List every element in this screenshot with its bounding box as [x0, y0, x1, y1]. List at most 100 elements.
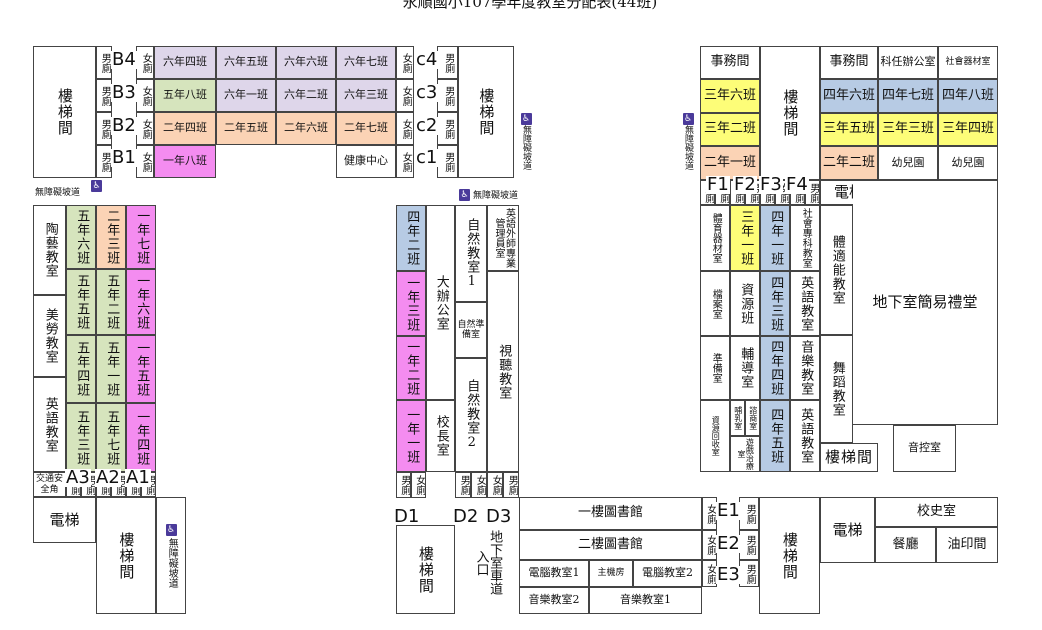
- classroom: 六年四班: [154, 46, 216, 79]
- stairs-ne-top: 樓梯間: [458, 46, 514, 178]
- specialist-office: 科任辦公室: [878, 46, 938, 79]
- mens-toilet: 男廁: [437, 112, 458, 145]
- server-room: 主機房: [589, 560, 633, 587]
- label-f3: F3: [759, 174, 783, 195]
- kindergarten: 幼兒園: [878, 146, 938, 180]
- womens-toilet: 女廁: [136, 79, 154, 112]
- principal-office: 校長室: [426, 400, 455, 472]
- mens-toilet: 男廁: [739, 530, 759, 560]
- classroom: 四年四班: [760, 336, 790, 400]
- pe-storage: 體育器材室: [700, 205, 730, 271]
- classroom: 五年七班: [96, 403, 126, 472]
- womens-toilet: 女廁: [702, 530, 717, 560]
- science-prep-room: 自然準備室: [455, 302, 487, 358]
- fitness-room: 體適能教室: [820, 205, 853, 335]
- label-c2: c2: [415, 115, 439, 136]
- mens-toilet: 男廁: [437, 79, 458, 112]
- classroom: 二年三班: [96, 205, 126, 269]
- mens-toilet: 男廁: [503, 472, 519, 498]
- label-b4: B4: [111, 49, 137, 70]
- classroom: 四年一班: [760, 205, 790, 271]
- label-f1: F1: [706, 174, 730, 195]
- social-science-room: 社會專科教室: [790, 205, 820, 271]
- label-f2: F2: [733, 174, 757, 195]
- classroom: 一年七班: [126, 205, 156, 269]
- label-f4: F4: [785, 174, 809, 195]
- music-room: 音樂教室: [790, 336, 820, 400]
- womens-toilet: 女廁: [396, 145, 414, 178]
- sound-control-room: 音控室: [893, 425, 956, 472]
- mens-toilet: 男廁: [437, 46, 458, 79]
- wheelchair-icon: ♿: [521, 113, 532, 125]
- english-room: 英語教室: [790, 400, 820, 472]
- classroom: 一年二班: [396, 336, 426, 400]
- mens-toilet: 男廁: [96, 79, 112, 112]
- elevator-sw: 電梯: [33, 497, 96, 543]
- label-e2: E2: [716, 533, 741, 554]
- basement-hall: 地下室簡易禮堂: [853, 180, 998, 425]
- label-c1: c1: [415, 147, 439, 168]
- classroom: 六年一班: [216, 79, 276, 112]
- label-b3: B3: [111, 82, 137, 103]
- art-room: 美勞教室: [33, 295, 66, 377]
- library-floor1: 一樓圖書館: [519, 497, 702, 530]
- classroom: 一年一班: [396, 400, 426, 472]
- recycling-room: 資源回收室: [700, 400, 730, 472]
- classroom: 五年三班: [66, 403, 96, 472]
- mens-toilet: 男廁: [455, 472, 471, 498]
- classroom: 六年六班: [276, 46, 336, 79]
- classroom: 五年二班: [96, 269, 126, 335]
- classroom: 二年四班: [154, 112, 216, 145]
- classroom: 一年三班: [396, 271, 426, 336]
- mens-toilet: 男廁: [739, 560, 759, 587]
- womens-toilet: 女廁: [702, 560, 717, 587]
- play-therapy-room: 遊戲治療室: [730, 436, 760, 472]
- classroom: 二年七班: [336, 112, 396, 145]
- stairs-nw: 樓梯間: [33, 46, 96, 178]
- ramp-label: 無障礙坡道♿: [35, 179, 103, 198]
- classroom: 一年四班: [126, 403, 156, 472]
- basement-driveway: 地下室車道入口: [473, 530, 503, 595]
- wheelchair-icon: ♿: [91, 179, 103, 192]
- classroom: 一年六班: [126, 269, 156, 335]
- music-room-1: 音樂教室1: [589, 587, 702, 614]
- stairs-east: 樓梯間: [760, 46, 820, 180]
- dance-room: 舞蹈教室: [820, 335, 853, 443]
- classroom: 三年四班: [938, 113, 998, 146]
- counseling-room: 輔導室: [730, 336, 760, 400]
- classroom: 二年五班: [216, 112, 276, 145]
- classroom: 五年一班: [96, 335, 126, 403]
- av-room: 視聽教室: [487, 271, 519, 472]
- science-room-2: 自然教室2: [455, 358, 487, 472]
- label-e1: E1: [716, 500, 741, 521]
- womens-toilet: 女廁: [471, 472, 487, 498]
- classroom: 四年七班: [878, 79, 938, 113]
- classroom: 五年八班: [154, 79, 216, 112]
- label-b1: B1: [111, 147, 137, 168]
- counsel-room: 諮商室: [745, 400, 760, 436]
- classroom: 六年五班: [216, 46, 276, 79]
- classroom: 一年五班: [126, 335, 156, 403]
- classroom: 三年二班: [700, 113, 760, 146]
- prep-room: 準備室: [700, 336, 730, 400]
- classroom: 四年二班: [396, 205, 426, 271]
- english-room: 英語教室: [790, 271, 820, 336]
- print-room: 油印間: [936, 527, 998, 563]
- stairs-center: 樓梯間: [396, 525, 455, 614]
- label-a2: A2: [95, 467, 121, 488]
- label-b2: B2: [111, 115, 137, 136]
- affairs-room: 事務間: [700, 46, 760, 79]
- stairs-se: 樓梯間: [759, 497, 820, 614]
- classroom: 四年六班: [820, 79, 878, 113]
- classroom: 四年八班: [938, 79, 998, 113]
- ramp-sw: ♿無障礙坡道: [156, 497, 186, 614]
- womens-toilet: 女廁: [702, 497, 717, 530]
- mens-toilet: 男廁: [437, 145, 458, 178]
- nursing-room: 哺乳室: [730, 400, 745, 436]
- classroom: 六年二班: [276, 79, 336, 112]
- womens-toilet: 女廁: [396, 112, 414, 145]
- mens-toilet: 男廁: [96, 46, 112, 79]
- label-e3: E3: [716, 564, 741, 585]
- classroom: 五年五班: [66, 269, 96, 335]
- main-office: 大辦公室: [426, 205, 455, 400]
